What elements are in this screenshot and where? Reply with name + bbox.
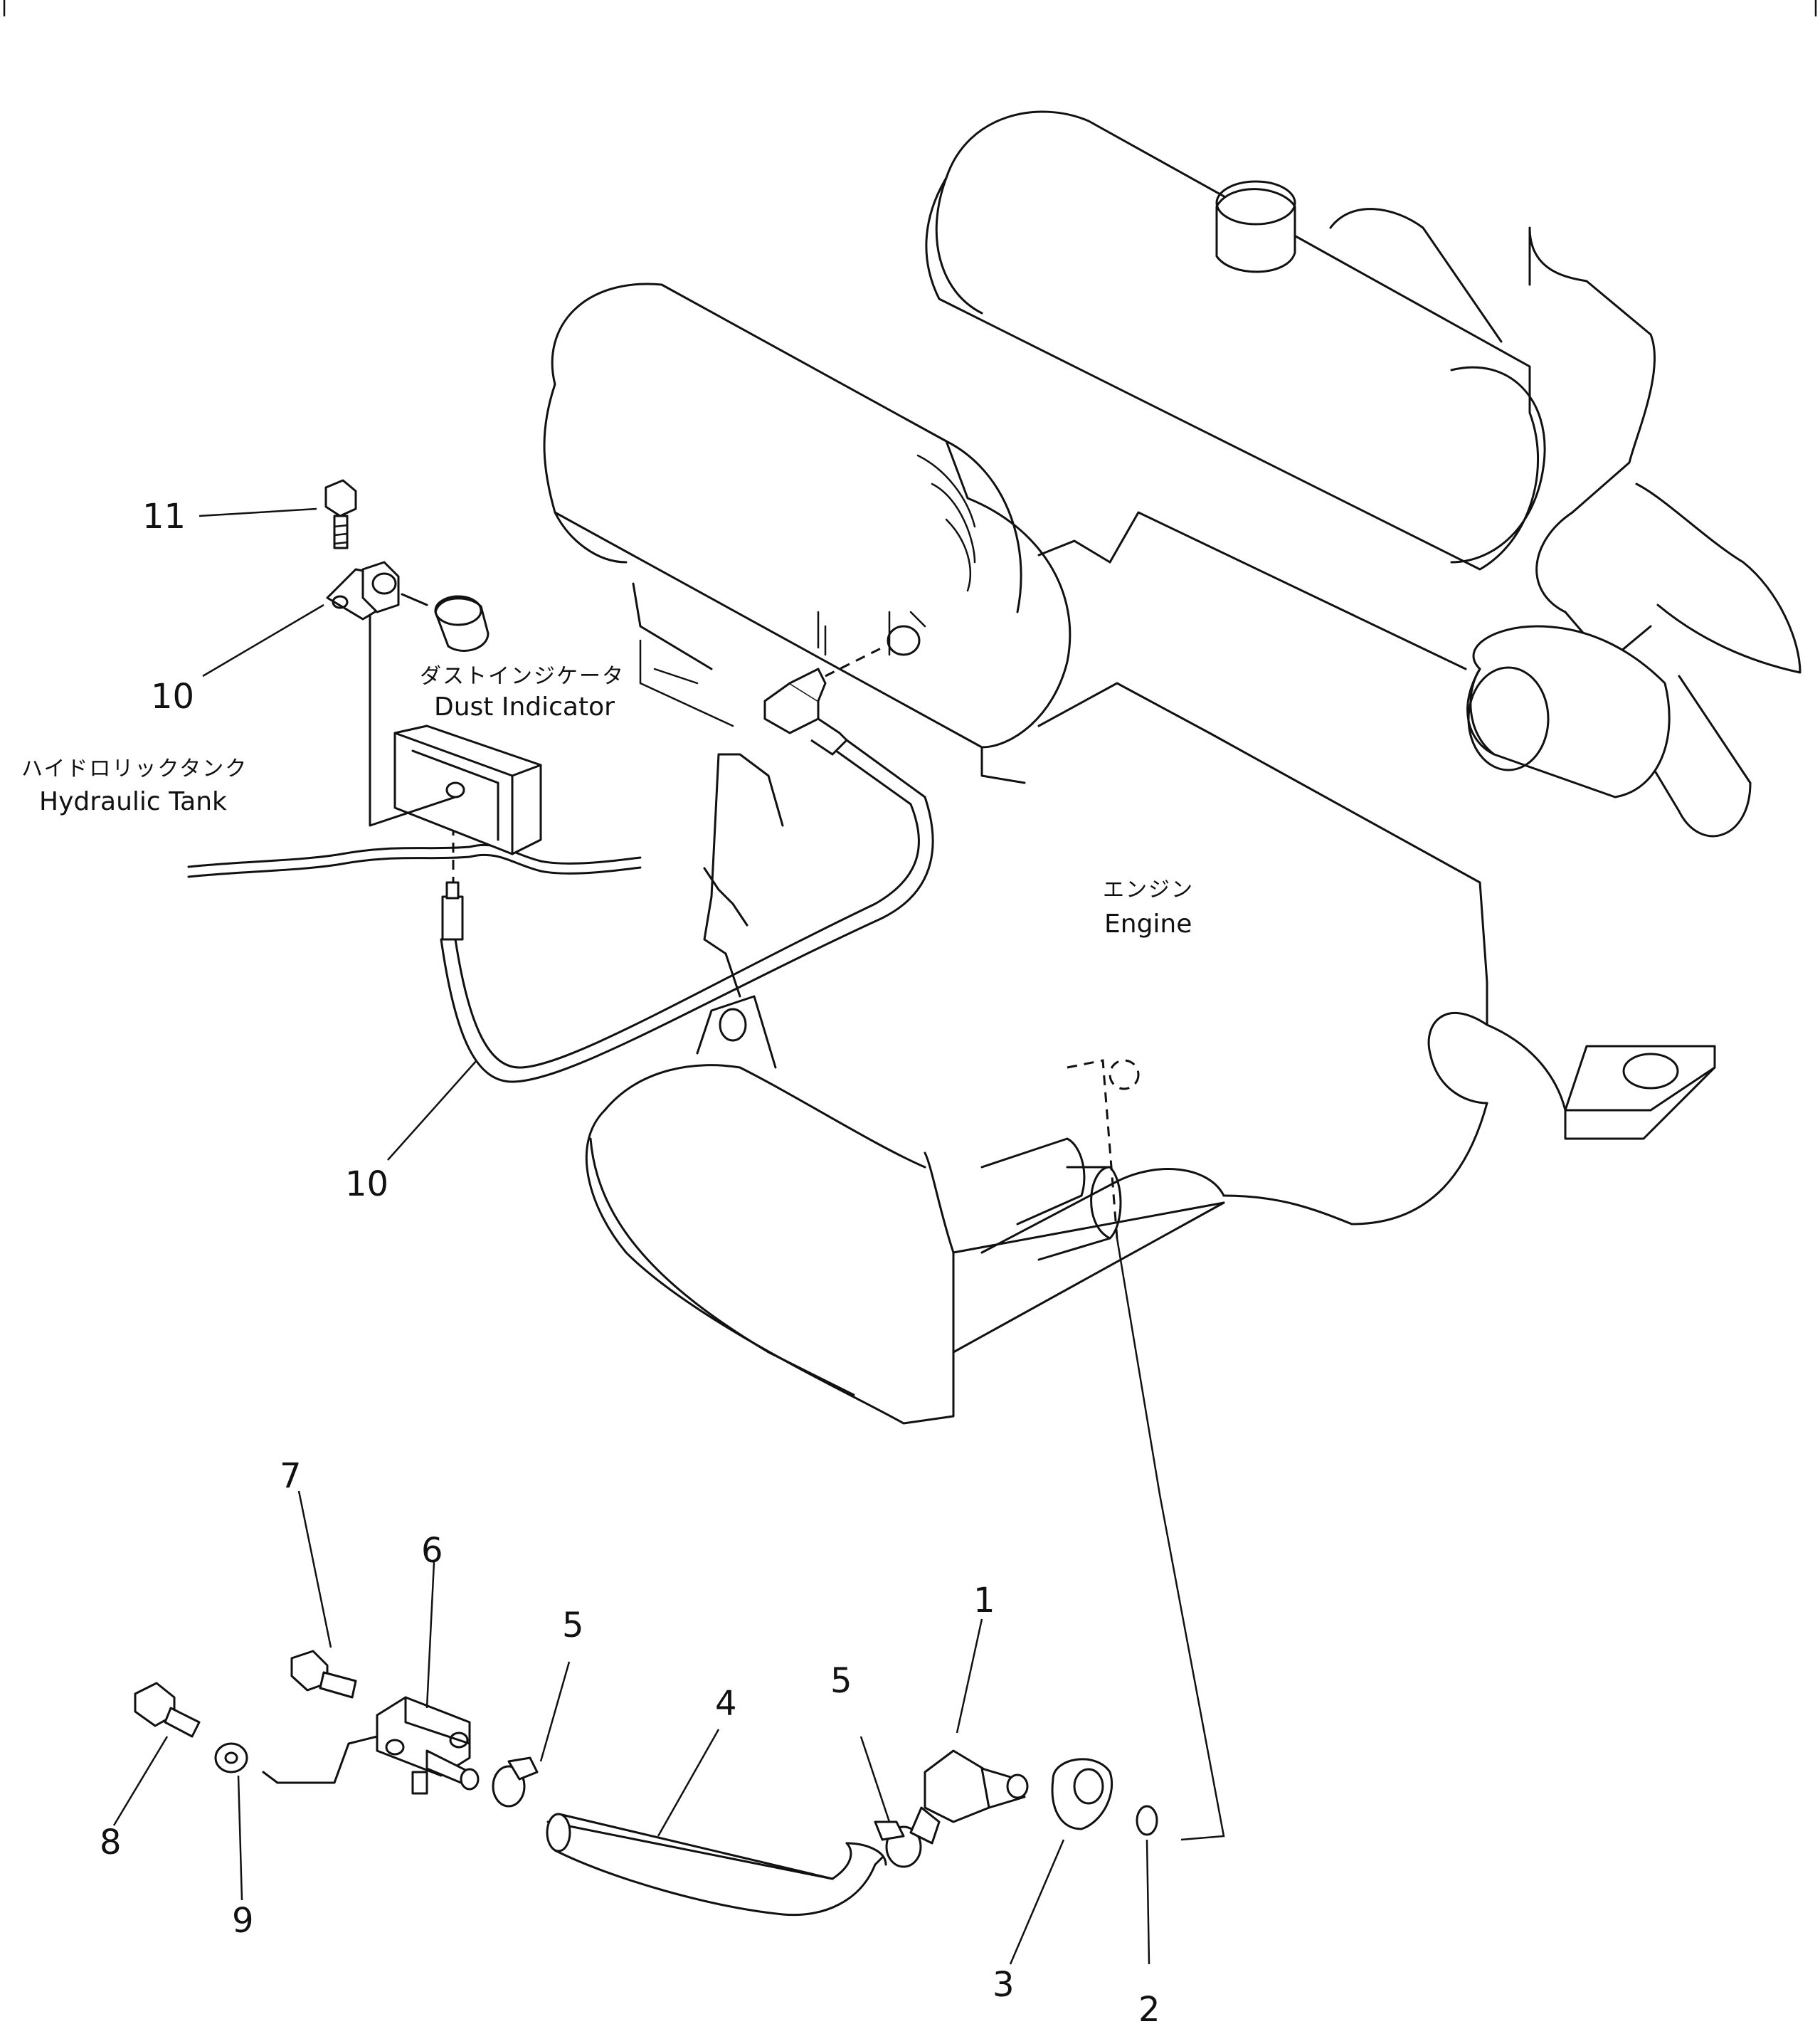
- callout-2: 2: [1138, 1990, 1160, 2024]
- callout-9: 9: [232, 1901, 254, 1941]
- callout-1: 1: [973, 1581, 995, 1620]
- leader-lines: [112, 507, 1150, 1965]
- callout-8: 8: [100, 1823, 122, 1862]
- dust-indicator-hose: [440, 646, 934, 1083]
- dust-indicator-label-en: Dust Indicator: [434, 692, 615, 722]
- dust-indicator-label-jp: ダストインジケータ: [420, 664, 625, 689]
- hydraulic-tank-label-en: Hydraulic Tank: [39, 787, 227, 816]
- callout-5-right: 5: [830, 1661, 852, 1701]
- callout-10-hose: 10: [345, 1164, 388, 1204]
- callout-4: 4: [715, 1684, 737, 1724]
- drain-parts: [134, 1238, 1225, 1917]
- callout-3: 3: [993, 1965, 1015, 2005]
- engine-label-jp: エンジン: [1103, 877, 1194, 902]
- engine-label-en: Engine: [1104, 910, 1192, 939]
- hydraulic-tank-outline: [187, 843, 642, 878]
- engine-outline: [543, 110, 1802, 1425]
- hydraulic-tank-label-jp: ハイドロリックタンク: [21, 757, 248, 781]
- callout-7: 7: [280, 1456, 302, 1496]
- callout-5-left: 5: [562, 1606, 584, 1645]
- dust-indicator-assembly: [324, 479, 542, 855]
- callout-11: 11: [142, 497, 186, 537]
- callout-6: 6: [421, 1531, 443, 1571]
- callout-10-bracket: 10: [151, 677, 194, 717]
